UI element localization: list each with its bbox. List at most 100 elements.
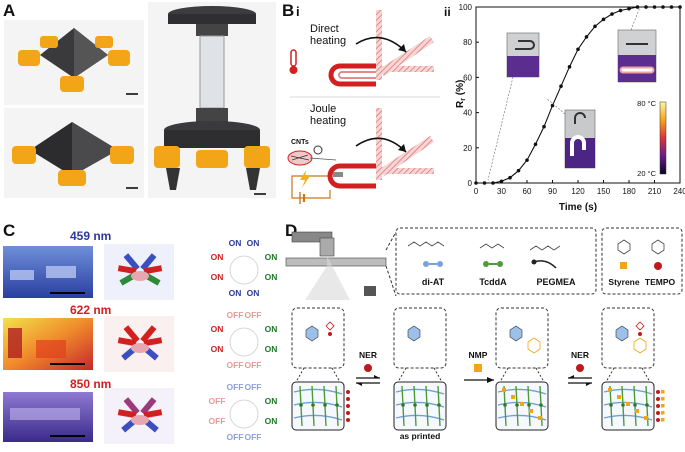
wavelength-459-label: 459 nm [70, 229, 111, 243]
photo-c-459 [3, 246, 93, 298]
recovery-point [627, 6, 631, 11]
y-tick-label: 60 [463, 73, 472, 82]
cnt-icon [287, 145, 337, 166]
switch-state-label: ON [211, 324, 224, 334]
switch-state-label: OFF [227, 382, 244, 392]
photo-c-850 [3, 392, 93, 442]
recovery-point [559, 84, 563, 88]
x-tick-label: 0 [474, 187, 479, 196]
switch-state-label: ON [247, 288, 260, 298]
ner-arrow-left: NER [356, 350, 380, 386]
thermometer-icon [289, 49, 298, 74]
switch-state-label: ON [211, 272, 224, 282]
legend-styrene: Styrene [608, 277, 639, 287]
y-tick-label: 0 [468, 179, 473, 188]
switch-state-label: ON [265, 416, 278, 426]
render-c-459 [104, 244, 174, 300]
panel-b-label: B [282, 1, 294, 20]
svg-text:NER: NER [571, 350, 589, 360]
y-tick-label: 40 [463, 109, 472, 118]
switch-state-label: OFF [245, 382, 262, 392]
recovery-point [584, 35, 589, 39]
network-state-2 [393, 307, 447, 431]
recovery-point [635, 5, 640, 9]
x-tick-label: 150 [597, 187, 611, 196]
legend-pegmea: PEGMEA [536, 277, 576, 287]
panel-c-label: C [3, 221, 15, 240]
switch-state-label: OFF [245, 310, 262, 320]
render-c-850 [104, 388, 174, 444]
switch-ring [229, 399, 259, 429]
photo-a-lifting-gripper [148, 2, 276, 198]
joule-heating-actuator [327, 108, 434, 189]
switch-ring [229, 255, 259, 285]
x-tick-label: 120 [571, 187, 585, 196]
recovery-point [567, 65, 572, 69]
x-axis-label: Time (s) [559, 202, 597, 213]
recovery-point [661, 5, 665, 9]
panel-bii-label: ii [444, 5, 451, 19]
joule-heating-label-2: heating [310, 115, 346, 127]
switch-state-label: OFF [227, 310, 244, 320]
monomer-legend: di-AT TcddA PEGMEA [395, 227, 597, 295]
panel-a-label: A [3, 1, 15, 20]
panel-a: A [3, 1, 276, 198]
switch-state-label: ON [265, 272, 278, 282]
recovery-point [474, 181, 478, 185]
nmp-arrow: NMP [464, 350, 494, 383]
switch-state-label: ON [265, 396, 278, 406]
recovery-point [644, 5, 648, 9]
switch-state-label: ON [229, 238, 242, 248]
legend-tcdda: TcddA [479, 277, 507, 287]
panel-c: C 459 nm 622 nm [3, 221, 277, 444]
recovery-point [610, 12, 614, 16]
y-tick-label: 80 [463, 38, 472, 47]
recovery-point [542, 124, 546, 129]
switch-state-label: OFF [245, 360, 262, 370]
switch-state-label: OFF [209, 416, 226, 426]
x-tick-label: 30 [497, 187, 506, 196]
x-tick-label: 240 [673, 187, 685, 196]
switch-state-label: ON [247, 238, 260, 248]
recovery-point [482, 181, 487, 185]
recovery-point [669, 5, 674, 9]
ner-arrow-right: NER [568, 350, 592, 386]
recovery-point [601, 17, 606, 22]
panel-b: B i Direct heating Joule heating CNTs [282, 1, 685, 213]
switch-state-label: OFF [209, 396, 226, 406]
inset-initial-state [487, 32, 540, 181]
recovery-point [618, 8, 623, 13]
switch-ring [229, 327, 259, 357]
photo-a-open-gripper [4, 108, 144, 198]
recovery-point [533, 142, 538, 147]
recovery-point [491, 181, 495, 185]
cnt-label: CNTs [291, 139, 309, 146]
colorbar-min-label: 20 °C [637, 169, 656, 178]
switch-state-label: ON [265, 344, 278, 354]
switch-state-label: OFF [227, 360, 244, 370]
printer-schematic [285, 231, 397, 300]
switch-state-label: OFF [245, 432, 262, 442]
switch-state-label: ON [229, 288, 242, 298]
joule-heating-circuit [291, 170, 331, 204]
network-state-1 [291, 307, 350, 431]
joule-heating-label-1: Joule [310, 103, 336, 115]
recovery-point [678, 5, 682, 9]
x-tick-label: 60 [523, 187, 532, 196]
recovery-point [652, 5, 657, 9]
colorbar-max-label: 80 °C [637, 99, 656, 108]
network-states [291, 307, 665, 431]
photo-c-622 [3, 318, 93, 370]
inset-mid-state [545, 97, 596, 169]
render-c-622 [104, 316, 174, 372]
recovery-point [516, 168, 521, 173]
recovery-point [499, 179, 504, 184]
switch-state-label: OFF [227, 432, 244, 442]
y-tick-label: 100 [459, 3, 473, 12]
recovery-point [550, 103, 555, 108]
panel-bi-label: i [296, 4, 300, 19]
recovery-point [576, 47, 580, 52]
switch-state-label: ON [211, 252, 224, 262]
